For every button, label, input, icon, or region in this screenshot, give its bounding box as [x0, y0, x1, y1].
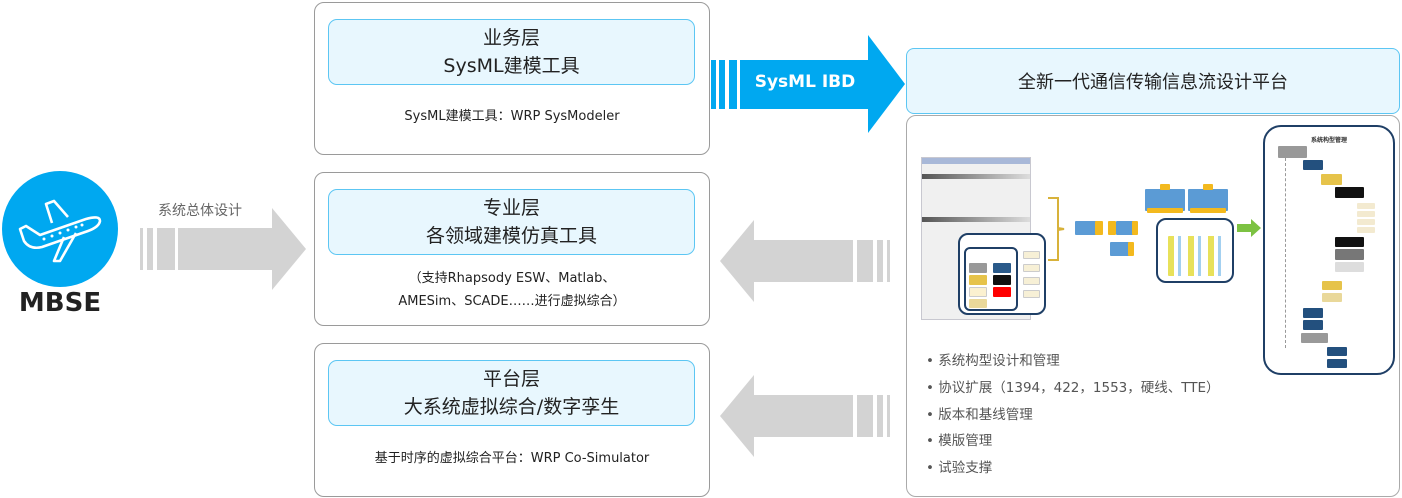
- feature-item: • 版本和基线管理: [926, 407, 1033, 423]
- platform-title: 全新一代通信传输信息流设计平台: [1018, 72, 1288, 93]
- bracket-icon: [1048, 197, 1065, 261]
- professional-layer-caption-line2: AMESim、SCADE……进行虚拟综合）: [398, 294, 626, 309]
- protocol-panel: [1156, 218, 1234, 283]
- professional-layer-title: 专业层: [482, 197, 540, 219]
- mbse-circle: [2, 171, 118, 287]
- professional-layer-subtitle: 各领域建模仿真工具: [425, 225, 597, 247]
- professional-layer-box: 专业层 各领域建模仿真工具 （支持Rhapsody ESW、Matlab、 AM…: [314, 172, 710, 326]
- business-layer-header: 业务层 SysML建模工具: [328, 19, 695, 85]
- sysml-ibd-label: SysML IBD: [754, 72, 856, 92]
- business-layer-caption: SysML建模工具：WRP SysModeler: [404, 109, 620, 124]
- feature-item: • 系统构型设计和管理: [926, 353, 1060, 369]
- config-tree-panel: 系统构型管理: [1263, 125, 1395, 375]
- feature-item: • 模版管理: [926, 433, 993, 449]
- platform-layer-title: 平台层: [482, 368, 540, 390]
- feature-item: • 试验支撑: [926, 460, 993, 476]
- config-tree-title: 系统构型管理: [1310, 137, 1347, 144]
- platform-layer-subtitle: 大系统虚拟综合/数字孪生: [403, 396, 620, 418]
- business-layer-title: 业务层: [482, 27, 540, 49]
- business-layer-box: 业务层 SysML建模工具 SysML建模工具：WRP SysModeler: [314, 2, 710, 155]
- template-panel: [958, 233, 1046, 315]
- professional-layer-header: 专业层 各领域建模仿真工具: [328, 189, 695, 255]
- platform-layer-caption: 基于时序的虚拟综合平台：WRP Co-Simulator: [374, 451, 650, 466]
- platform-layer-box: 平台层 大系统虚拟综合/数字孪生 基于时序的虚拟综合平台：WRP Co-Simu…: [314, 343, 710, 497]
- airplane-icon: [18, 199, 102, 263]
- professional-layer-caption-line1: （支持Rhapsody ESW、Matlab、: [408, 271, 616, 286]
- feature-item: • 协议扩展（1394，422，1553，硬线、TTE）: [926, 380, 1220, 396]
- system-design-label: 系统总体设计: [158, 203, 242, 219]
- platform-header: 全新一代通信传输信息流设计平台: [906, 48, 1400, 114]
- green-arrow-icon: [1237, 219, 1261, 237]
- business-layer-subtitle: SysML建模工具: [443, 55, 580, 77]
- platform-layer-header: 平台层 大系统虚拟综合/数字孪生: [328, 360, 695, 426]
- mbse-label: MBSE: [18, 288, 102, 318]
